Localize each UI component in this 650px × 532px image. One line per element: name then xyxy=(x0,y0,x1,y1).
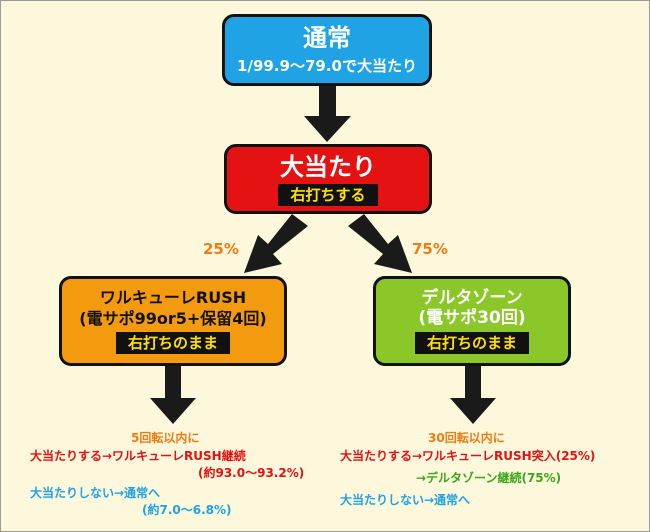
normal-subtitle: 1/99.9～79.0で大当たり xyxy=(237,57,417,75)
delta-zone-box: デルタゾーン (電サポ30回) 右打ちのまま xyxy=(373,276,571,366)
arrow-jackpot-to-walkure xyxy=(244,214,308,273)
delta-detail: (電サポ30回) xyxy=(418,308,526,328)
walkure-title: ワルキューレRUSH xyxy=(99,288,247,307)
right-hit-text: 大当たりする→ワルキューレRUSH突入(25%) xyxy=(340,449,596,463)
left-branch-percent: 25% xyxy=(203,240,239,258)
normal-mode-box: 通常 1/99.9～79.0で大当たり xyxy=(222,14,432,86)
right-hit-sub: →デルタゾーン継続(75%) xyxy=(416,471,562,485)
arrow-delta-down xyxy=(450,366,496,424)
arrow-walkure-down xyxy=(150,366,196,424)
jackpot-tag: 右打ちする xyxy=(278,183,378,206)
walkure-rush-box: ワルキューレRUSH (電サポ99or5+保留4回) 右打ちのまま xyxy=(59,276,287,366)
left-note-title: 5回転以内に xyxy=(131,431,200,445)
right-branch-percent: 75% xyxy=(412,240,448,258)
left-miss-text: 大当たりしない→通常へ xyxy=(30,486,161,500)
delta-tag: 右打ちのまま xyxy=(414,332,529,354)
walkure-tag: 右打ちのまま xyxy=(115,332,230,354)
normal-title: 通常 xyxy=(303,24,351,52)
arrow-normal-to-jackpot xyxy=(304,86,351,142)
jackpot-box: 大当たり 右打ちする xyxy=(224,144,432,214)
left-hit-text: 大当たりする→ワルキューレRUSH継続 xyxy=(30,449,246,463)
right-miss-text: 大当たりしない→通常へ xyxy=(340,493,471,507)
left-hit-rate: (約93.0～93.2%) xyxy=(198,466,305,480)
right-note-title: 30回転以内に xyxy=(428,431,505,445)
arrow-jackpot-to-delta xyxy=(348,214,412,273)
left-miss-rate: (約7.0～6.8%) xyxy=(142,503,232,517)
walkure-detail: (電サポ99or5+保留4回) xyxy=(79,309,267,328)
jackpot-title: 大当たり xyxy=(280,152,376,181)
delta-title: デルタゾーン xyxy=(421,288,523,308)
